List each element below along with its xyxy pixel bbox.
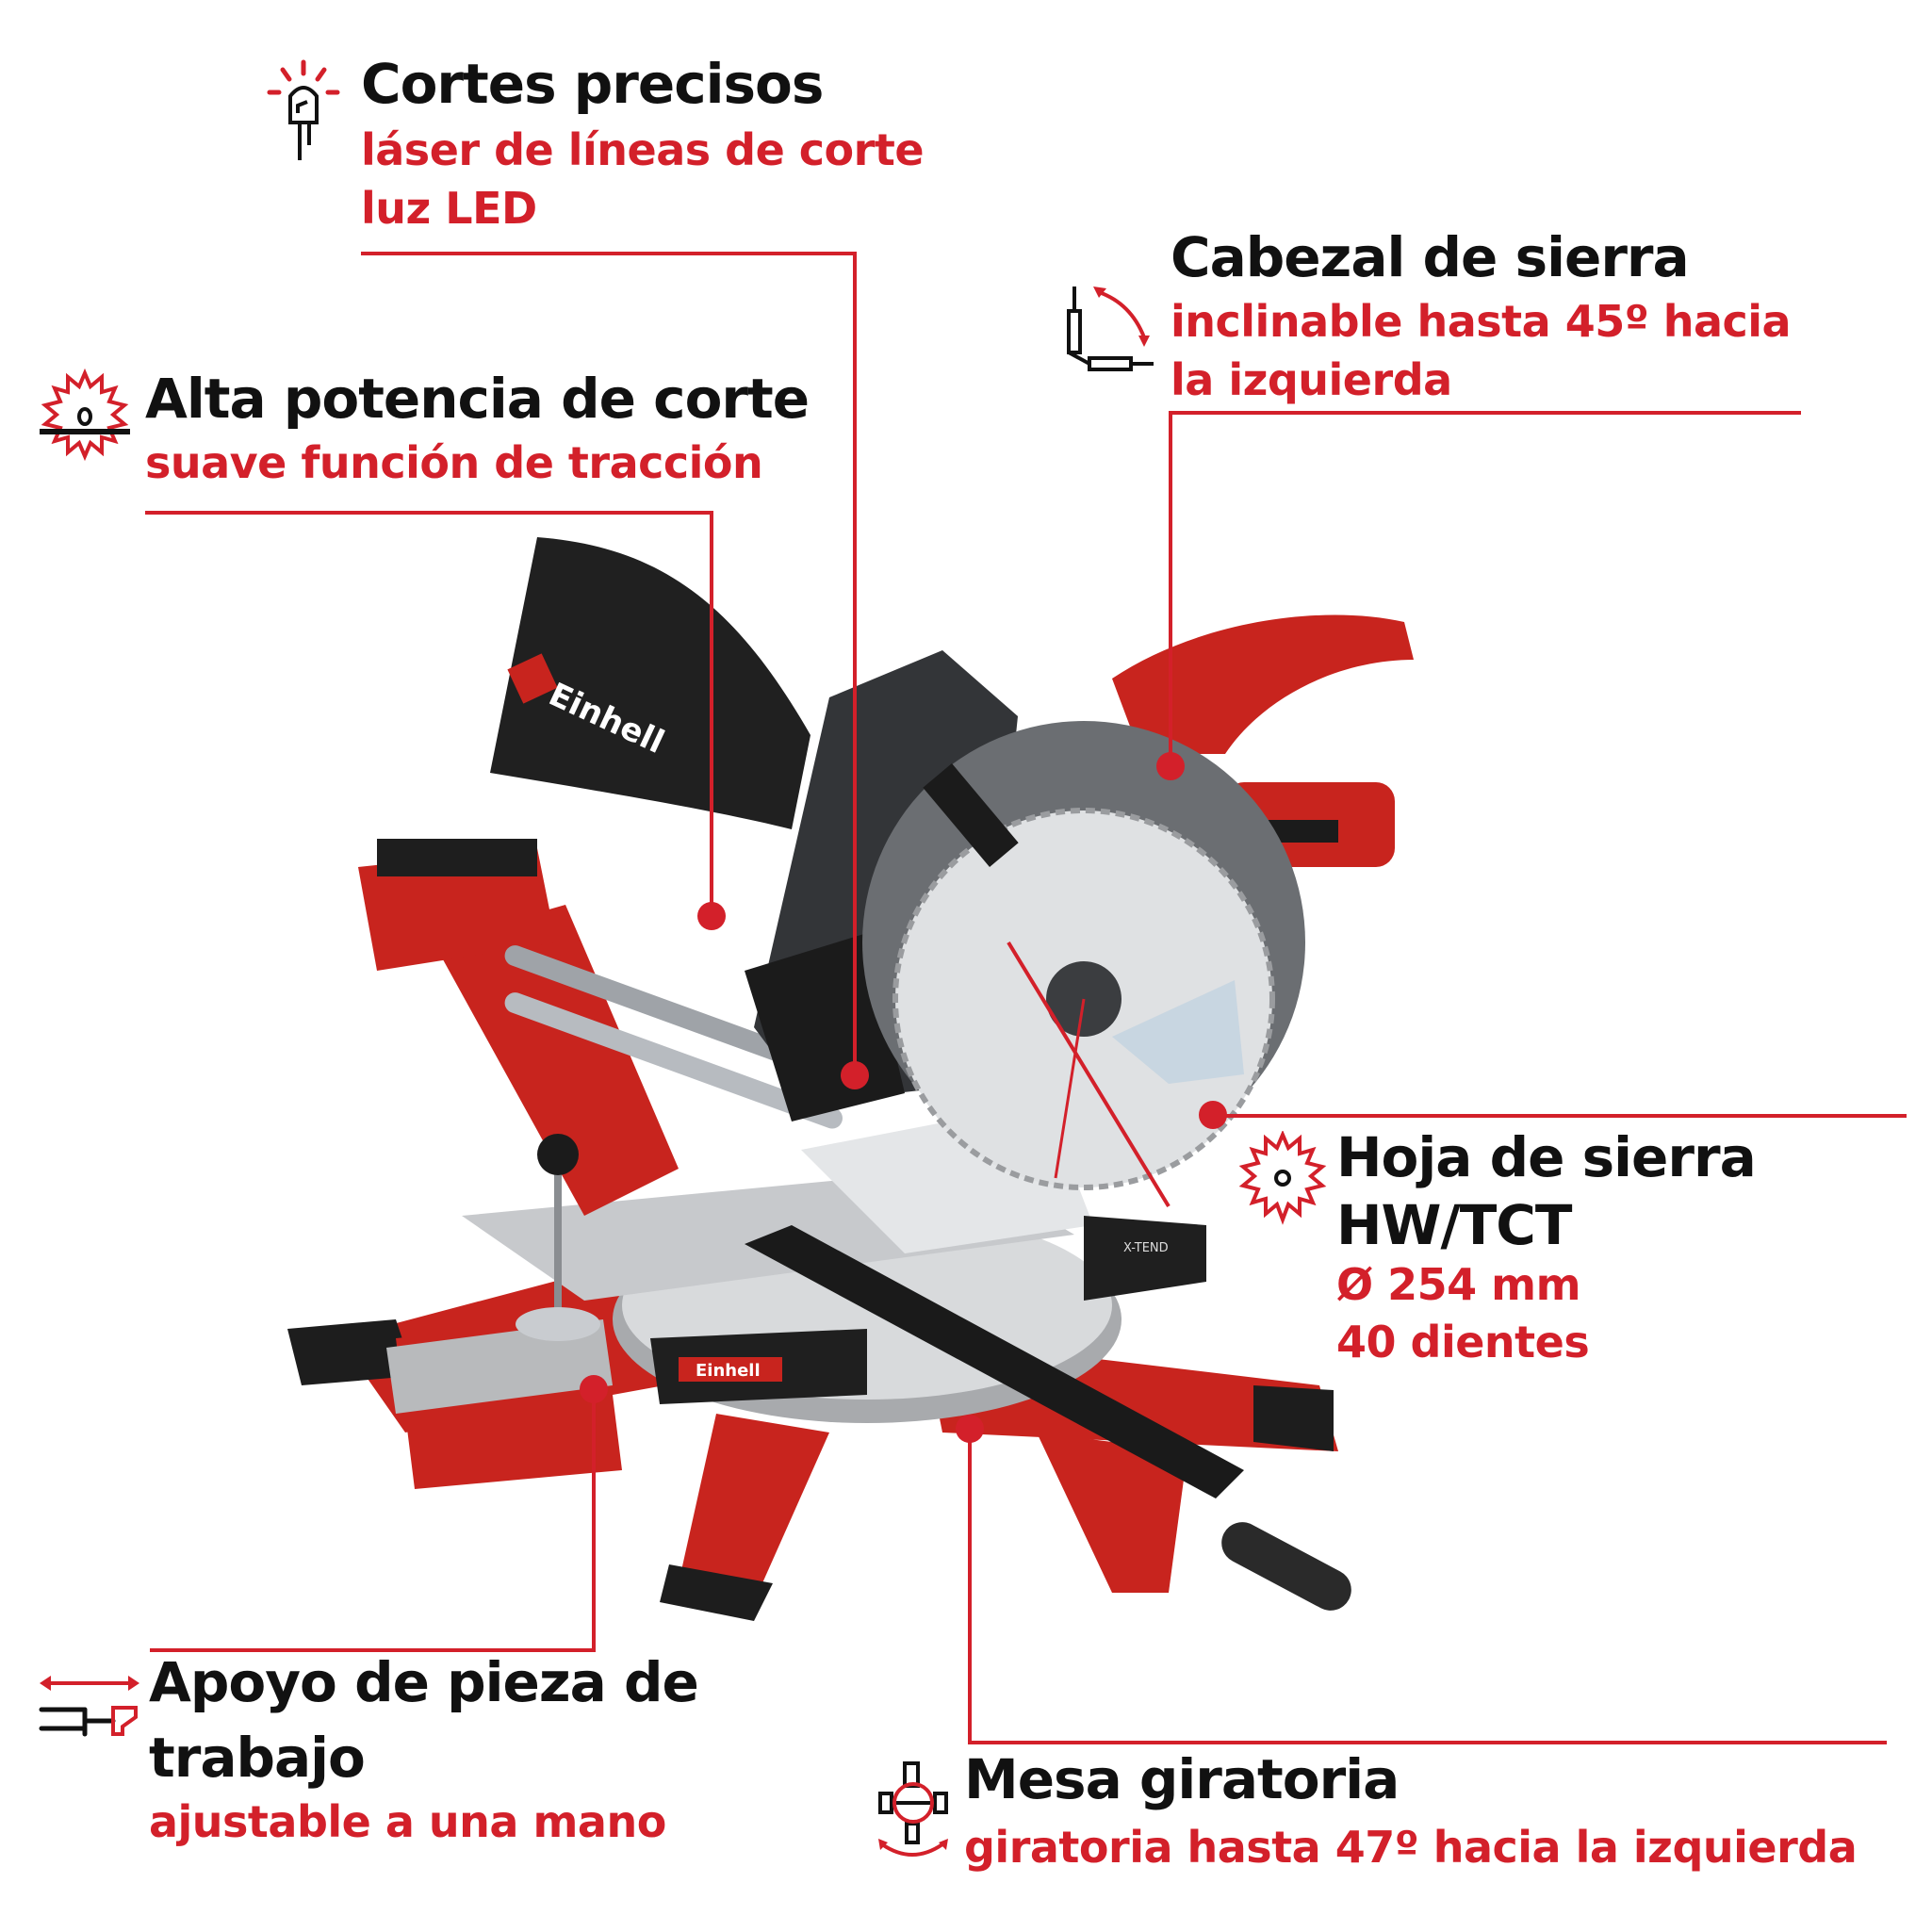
leader-hoja-h [1213, 1114, 1907, 1118]
saw-blade-icon [1238, 1131, 1327, 1225]
dot-mesa [956, 1415, 984, 1443]
callout-line: Ø 254 mm [1336, 1259, 1581, 1310]
callout-line: inclinable hasta 45º hacia [1171, 296, 1792, 347]
leader-apoyo-h [150, 1648, 596, 1652]
callout-line: luz LED [361, 183, 537, 234]
callout-line: giratoria hasta 47º hacia la izquierda [964, 1822, 1858, 1873]
leader-cabezal-h [1169, 411, 1801, 415]
x-tend-label: X-TEND [1123, 1241, 1169, 1255]
saw-blade-power-icon [40, 368, 130, 462]
workpiece-support-icon [39, 1676, 139, 1737]
callout-title: Apoyo de pieza de [149, 1650, 699, 1714]
brand-label-front: Einhell [696, 1361, 761, 1381]
dot-hoja [1199, 1101, 1227, 1129]
leader-cortes-h [361, 252, 857, 255]
leader-potencia-v [710, 511, 713, 916]
leader-potencia-h [145, 511, 713, 515]
dot-cortes [841, 1061, 869, 1089]
turntable-icon [878, 1761, 948, 1857]
callout-line: suave función de tracción [145, 437, 763, 488]
dot-potencia [697, 902, 726, 930]
dot-cabezal [1156, 752, 1185, 780]
callout-title: Alta potencia de corte [145, 367, 810, 431]
callout-title: Cortes precisos [361, 52, 824, 116]
callout-title: trabajo [149, 1726, 366, 1790]
dot-apoyo [580, 1375, 608, 1403]
callout-title: Mesa giratoria [964, 1747, 1400, 1811]
callout-line: ajustable a una mano [149, 1796, 666, 1847]
leader-cortes-v [853, 252, 857, 1075]
callout-title: Cabezal de sierra [1171, 225, 1690, 289]
leader-mesa-h [968, 1741, 1887, 1744]
callout-line: la izquierda [1171, 354, 1452, 405]
callout-line: 40 dientes [1336, 1317, 1590, 1367]
led-laser-icon [267, 59, 340, 160]
bevel-tilt-icon [1067, 287, 1154, 371]
leader-mesa-v [968, 1429, 972, 1744]
callout-line: láser de líneas de corte [361, 124, 925, 175]
leader-apoyo-v [592, 1389, 596, 1652]
leader-cabezal-v [1169, 411, 1172, 766]
callout-title: Hoja de sierra [1336, 1125, 1757, 1189]
callout-title: HW/TCT [1336, 1193, 1572, 1257]
